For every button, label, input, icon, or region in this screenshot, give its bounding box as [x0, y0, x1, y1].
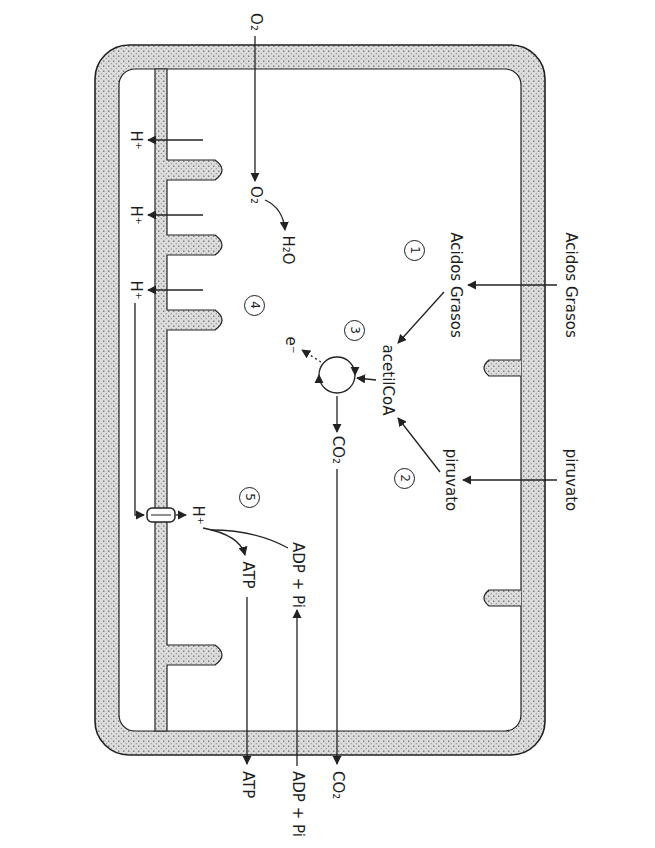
callout-number: 3 [349, 326, 361, 334]
inner-membrane-cristae [155, 69, 222, 731]
membrane-fold [484, 590, 521, 606]
flow-arrow [336, 469, 337, 764]
molecule-label: H₂O [278, 234, 295, 265]
molecule-label: ADP + Pi [288, 770, 305, 838]
flow-arrow [463, 479, 557, 480]
flow-arrow [357, 378, 376, 380]
proton-arrow [148, 289, 203, 290]
proton-arrow [176, 514, 186, 515]
flow-arrow [468, 284, 557, 285]
callout-number: 4 [249, 301, 261, 309]
molecule-label: CO₂ [328, 435, 345, 465]
flow-arrow [254, 36, 255, 181]
molecule-label: ATP [238, 770, 255, 799]
molecule-label: H⁺ [188, 504, 205, 525]
flow-arrow [211, 530, 288, 548]
molecule-label: CO₂ [328, 770, 345, 800]
proton-arrow [148, 139, 203, 140]
callout-number: 5 [244, 493, 256, 501]
flow-arrow [246, 597, 247, 764]
electron-arrow [302, 350, 321, 362]
step-circle: 3 [345, 320, 366, 341]
proton-arrow [148, 214, 203, 215]
molecule-label: H⁺ [126, 279, 143, 300]
callout-number: 2 [399, 474, 411, 482]
molecule-label: e⁻ [281, 335, 298, 354]
molecule-label: ATP [238, 560, 255, 589]
membrane-fold [484, 360, 521, 376]
flow-arrow [296, 610, 297, 766]
flow-arrow [398, 418, 440, 472]
krebs-cycle [319, 357, 337, 375]
atp-synthase [147, 508, 175, 522]
flow-arrow [336, 396, 337, 432]
molecule-label: O₂ [246, 185, 263, 205]
step-circle: 2 [395, 468, 416, 489]
krebs-cycle [337, 375, 355, 393]
molecule-label: ADP + Pi [288, 541, 305, 609]
callout-number: 1 [409, 246, 421, 254]
flow-arrow [265, 200, 285, 230]
krebs-cycle [337, 357, 355, 375]
molecule-label: O₂ [246, 12, 263, 32]
flow-arrow [398, 292, 444, 343]
molecule-label: Acidos Grasos [446, 231, 463, 338]
outer-membrane [95, 45, 545, 755]
proton-return-line [135, 303, 144, 515]
step-circle: 1 [405, 240, 426, 261]
molecule-label: Acidos Grasos [561, 231, 578, 338]
molecule-label: acetilCoA [378, 344, 395, 417]
molecule-label: piruvato [441, 448, 458, 513]
step-circle: 5 [240, 487, 261, 508]
molecule-label: H⁺ [126, 129, 143, 150]
step-circle: 4 [245, 295, 266, 316]
molecule-label: H⁺ [126, 204, 143, 225]
krebs-cycle [319, 375, 337, 393]
molecule-label: piruvato [561, 448, 578, 513]
atp-synthase-channel [151, 515, 171, 516]
intermembrane-space [119, 69, 521, 731]
